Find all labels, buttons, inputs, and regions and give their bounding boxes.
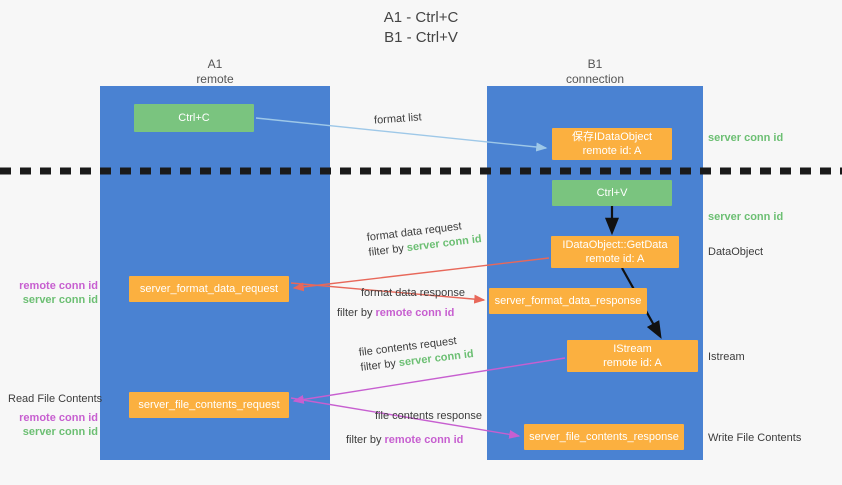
box-idataobject-getdata-title: IDataObject::GetData [562, 239, 668, 251]
filter-value-remote-conn-id: remote conn id [375, 307, 455, 319]
box-server-file-contents-response[interactable]: server_file_contents_response [524, 424, 684, 450]
label-remote-conn-id-1: remote conn id [19, 280, 98, 292]
filter-prefix: filter by [337, 307, 376, 319]
filter-prefix: filter by [367, 242, 408, 259]
column-header-b1: B1 connection [487, 57, 703, 87]
box-server-format-data-response[interactable]: server_format_data_response [489, 288, 647, 314]
column-b1-role: connection [565, 72, 625, 86]
label-dataobject: DataObject [708, 246, 764, 258]
label-server-conn-id-top: server conn id [708, 132, 784, 144]
box-server-file-contents-request[interactable]: server_file_contents_request [129, 392, 289, 418]
column-a1-role: remote [196, 72, 234, 86]
box-ctrl-v-label: Ctrl+V [596, 187, 628, 199]
box-server-format-data-request-label: server_format_data_request [139, 283, 279, 295]
label-server-conn-id-2: server conn id [22, 426, 98, 438]
box-server-format-data-request[interactable]: server_format_data_request [129, 276, 289, 302]
label-file-contents-request-group: file contents request filter by server c… [358, 332, 475, 376]
box-server-file-contents-response-label: server_file_contents_response [529, 431, 679, 443]
box-idataobject-getdata[interactable]: IDataObject::GetData remote id: A [551, 236, 679, 268]
column-a1-name: A1 [207, 57, 223, 71]
box-istream-title: IStream [613, 343, 652, 355]
filter-value-remote-conn-id: remote conn id [384, 434, 464, 446]
title-line-1: A1 - Ctrl+C [383, 9, 459, 26]
label-conn-ids-file: remote conn id server conn id [8, 411, 98, 439]
label-format-data-response-filter: filter by remote conn id [337, 306, 454, 320]
box-server-file-contents-request-label: server_file_contents_request [138, 399, 280, 411]
box-saved-idataobject[interactable]: 保存IDataObject remote id: A [552, 128, 672, 160]
box-idataobject-getdata-subtitle: remote id: A [585, 253, 645, 265]
box-istream-subtitle: remote id: A [603, 357, 662, 369]
box-saved-idataobject-title: 保存IDataObject [571, 131, 653, 143]
box-ctrl-c[interactable]: Ctrl+C [134, 104, 254, 132]
label-format-data-request-group: format data request filter by server con… [366, 217, 483, 261]
box-istream[interactable]: IStream remote id: A [567, 340, 698, 372]
label-file-contents-response: file contents response [375, 410, 483, 422]
title-line-2: B1 - Ctrl+V [384, 29, 458, 46]
box-ctrl-c-label: Ctrl+C [178, 112, 210, 124]
label-conn-ids-format: remote conn id server conn id [8, 279, 98, 307]
box-ctrl-v[interactable]: Ctrl+V [552, 180, 672, 206]
label-read-file-contents: Read File Contents [8, 393, 103, 405]
label-server-conn-id-mid: server conn id [708, 211, 784, 223]
page-title: A1 - Ctrl+C B1 - Ctrl+V [0, 8, 842, 48]
label-istream: Istream [708, 351, 745, 363]
column-b1-name: B1 [587, 57, 603, 71]
label-format-data-response: format data response [361, 287, 465, 299]
column-header-a1: A1 remote [100, 57, 330, 87]
label-format-list: format list [373, 111, 423, 127]
box-server-format-data-response-label: server_format_data_response [494, 295, 642, 307]
label-write-file-contents: Write File Contents [708, 432, 802, 444]
label-server-conn-id-1: server conn id [22, 294, 98, 306]
filter-prefix: filter by [359, 357, 400, 374]
label-remote-conn-id-2: remote conn id [19, 412, 98, 424]
filter-prefix: filter by [346, 434, 385, 446]
label-file-contents-response-filter: filter by remote conn id [346, 433, 463, 447]
box-saved-idataobject-subtitle: remote id: A [582, 145, 642, 157]
